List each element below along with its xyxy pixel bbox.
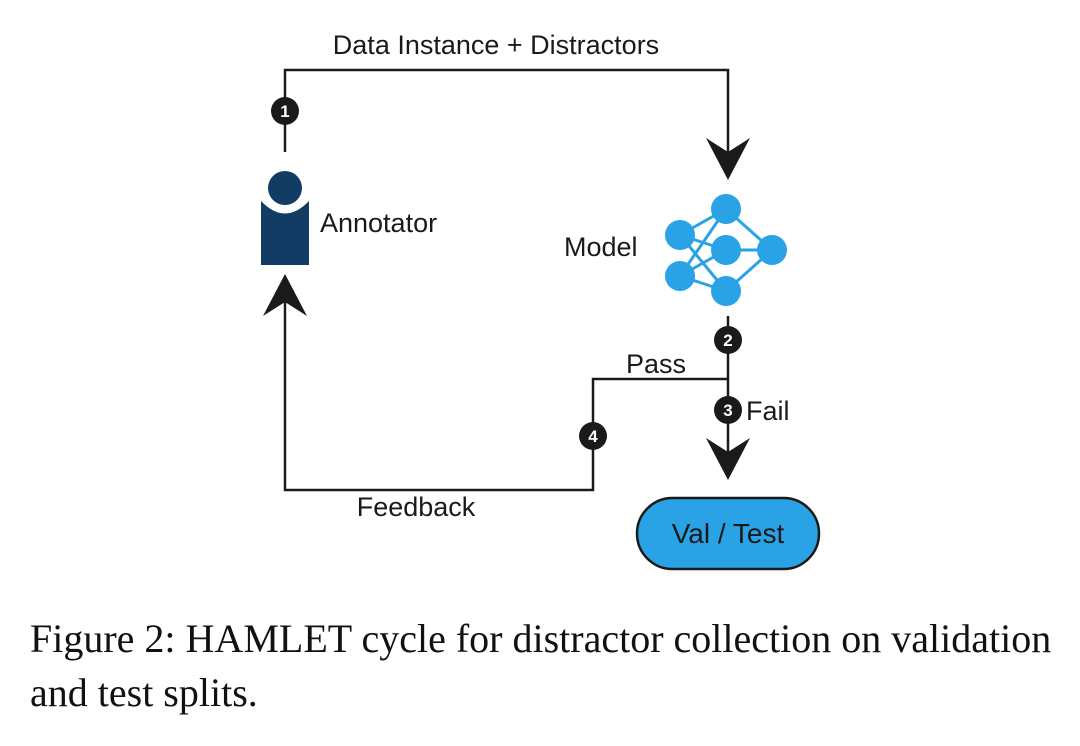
data-instance-edge [283, 68, 730, 160]
pass-label: Pass [626, 349, 686, 379]
arrowhead-to-val-test [706, 438, 750, 480]
svg-text:3: 3 [723, 401, 732, 420]
svg-text:2: 2 [723, 331, 732, 350]
svg-text:4: 4 [588, 427, 598, 446]
neural-network-icon [665, 194, 787, 306]
step-marker-4: 4 [579, 422, 607, 450]
annotator-label: Annotator [320, 208, 437, 238]
step-marker-3: 3 [714, 396, 742, 424]
hamlet-cycle-diagram: Data Instance + Distractors 1 Annotator [261, 30, 821, 571]
arrowhead-to-annotator [263, 274, 307, 316]
edge-label-data-instance: Data Instance + Distractors [333, 30, 659, 60]
step-marker-1: 1 [271, 97, 299, 125]
feedback-edge [283, 300, 728, 492]
val-test-label: Val / Test [672, 518, 785, 549]
model-label: Model [564, 232, 638, 262]
arrowhead-to-model [706, 138, 750, 180]
val-test-node: Val / Test [635, 496, 821, 571]
figure-caption: Figure 2: HAMLET cycle for distractor co… [30, 616, 1052, 715]
fail-label: Fail [746, 396, 790, 426]
svg-text:1: 1 [280, 102, 289, 121]
person-icon [261, 171, 309, 265]
feedback-label: Feedback [357, 492, 476, 522]
step-marker-2: 2 [714, 326, 742, 354]
diagram-canvas: Data Instance + Distractors 1 Annotator [261, 30, 821, 571]
